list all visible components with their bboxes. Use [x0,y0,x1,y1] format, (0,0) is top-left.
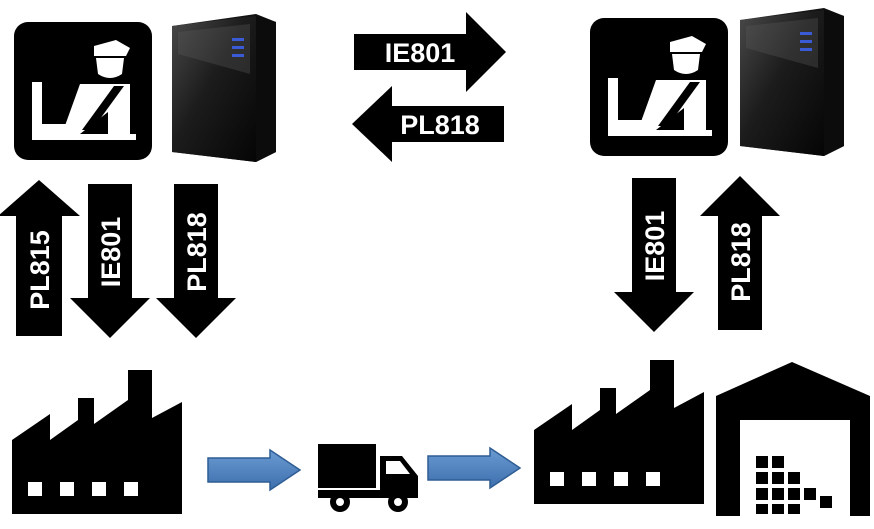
factory-icon-right [534,360,704,504]
warehouse-icon [716,362,870,516]
customs-officer-icon-right [590,18,728,156]
right-arrow-icon-2 [427,446,522,490]
arrow-pl818-left: PL818 [352,86,504,162]
arrow-pl818-down-left: PL818 [156,184,236,338]
server-icon-left [172,14,276,162]
arrow-ie801-down-left: IE801 [70,184,150,338]
arrow-ie801-down-right-label: IE801 [640,211,670,282]
delivery-truck-icon [318,444,418,512]
arrow-pl818-up-right-label: PL818 [726,222,756,302]
right-arrow-icon-1 [207,448,302,492]
arrow-pl818-left-label: PL818 [400,110,480,140]
arrow-ie801-right-label: IE801 [385,38,456,68]
arrow-ie801-down-left-label: IE801 [96,217,126,288]
server-icon-right [740,8,844,156]
factory-icon-left [12,370,182,514]
arrow-ie801-right: IE801 [354,12,506,92]
arrow-pl818-up-right: PL818 [700,176,780,330]
customs-officer-icon-left [14,22,152,160]
arrow-pl815-up-label: PL815 [25,230,55,310]
arrow-pl818-down-left-label: PL818 [182,212,212,292]
arrow-pl815-up: PL815 [0,180,80,336]
arrow-ie801-down-right: IE801 [614,178,694,332]
